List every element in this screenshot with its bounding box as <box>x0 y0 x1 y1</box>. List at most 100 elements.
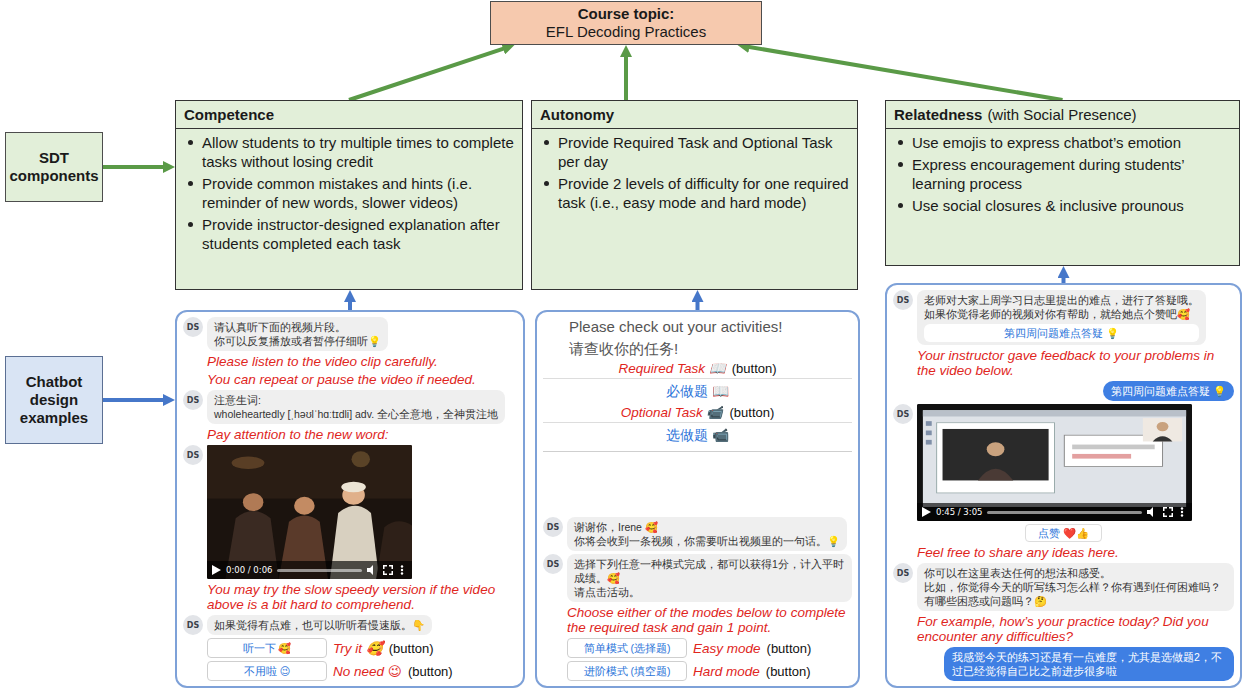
chat-bubble: 谢谢你，Irene 🥰你将会收到一条视频，你需要听出视频里的一句话。💡 <box>567 517 847 551</box>
annotation: Please listen to the video clip carefull… <box>207 354 517 369</box>
component-box: Relatedness (with Social Presence) Use emo… <box>885 100 1240 266</box>
bot-avatar: DS <box>183 445 203 465</box>
chat-bubble: 请认真听下面的视频片段。你可以反复播放或者暂停仔细听💡 <box>207 317 388 351</box>
topic-box: Course topic:EFL Decoding Practices <box>490 1 762 45</box>
chat-row: 第四周问题难点答疑 💡 <box>893 381 1234 401</box>
play-icon <box>212 565 221 575</box>
node-text: 选择下列任意一种模式完成，都可以获得1分，计入平时成绩。🥰 <box>574 557 845 585</box>
button-note: (button) <box>767 641 812 656</box>
bullet-item: Provide 2 levels of difficulty for one r… <box>532 174 857 212</box>
button-note: (button) <box>730 405 775 420</box>
user-bubble: 第四周问题难点答疑 💡 <box>1103 381 1234 401</box>
node-text: DS <box>897 569 909 578</box>
chat-row: 点赞 ❤️👍 <box>893 524 1234 542</box>
node-text: 第四周问题难点答疑 💡 <box>1111 384 1226 398</box>
node-text: 请认真听下面的视频片段。 <box>214 320 381 334</box>
chat-row: DS 0:00 / 0:06 <box>183 445 517 579</box>
connector-arrow <box>103 398 169 402</box>
annotation: Hard mode <box>693 664 760 679</box>
chat-panel: DS 请认真听下面的视频片段。你可以反复播放或者暂停仔细听💡 Please list… <box>175 310 525 688</box>
annotation: Optional Task 📹 <box>621 405 724 420</box>
annotation: No need 😉 <box>333 664 402 679</box>
annotation: You can repeat or pause the video if nee… <box>207 372 517 387</box>
box-header: Autonomy <box>532 101 857 129</box>
bullet-item: Allow students to try multiple times to … <box>176 133 522 171</box>
connector-arrow <box>348 296 352 310</box>
chat-row: DS你可以在这里表达任何的想法和感受。比如，你觉得今天的听写练习怎么样？你有遇到… <box>893 563 1234 611</box>
annotation: Your instructor gave feedback to your pr… <box>917 348 1234 378</box>
video-time: 0:45 / 3:05 <box>936 507 982 517</box>
node-text: 你可以反复播放或者暂停仔细听💡 <box>214 334 381 348</box>
node-text: 注意生词: <box>214 393 498 407</box>
node-text: Chatbot design examples <box>8 373 100 427</box>
bot-avatar: DS <box>183 390 203 410</box>
chat-bubble: 选择下列任意一种模式完成，都可以获得1分，计入平时成绩。🥰请点击活动。 <box>567 554 852 602</box>
node-text: DS <box>187 323 199 332</box>
side-label-box: Chatbot design examples <box>5 356 103 444</box>
video-controls: 0:45 / 3:05 <box>917 503 1192 521</box>
annotation: You may try the slow speedy version if t… <box>207 582 517 612</box>
chat-row: DS 0:45 / 3:05 <box>893 404 1234 521</box>
node-text: SDT components <box>8 149 100 185</box>
video-player: 0:00 / 0:06 <box>207 445 412 579</box>
node-text: 简单模式 (选择题) <box>574 641 680 655</box>
connector-arrow <box>743 46 1062 100</box>
box-heading: (with Social Presence) <box>987 106 1136 123</box>
like-button: 点赞 ❤️👍 <box>1025 524 1102 542</box>
node-text: DS <box>897 410 909 419</box>
user-bubble: 我感觉今天的练习还是有一点难度，尤其是选做题2，不过已经觉得自己比之前进步很多啦 <box>944 647 1234 681</box>
node-text: DS <box>187 451 199 460</box>
button-note: (button) <box>408 664 453 679</box>
chat-row: Optional Task 📹 (button) <box>543 405 852 420</box>
node-text: DS <box>187 396 199 405</box>
node-text: 谢谢你，Irene 🥰 <box>574 520 840 534</box>
bot-avatar: DS <box>183 615 203 635</box>
annotation: For example, how’s your practice today? … <box>917 614 1234 644</box>
node-text: DS <box>897 296 909 305</box>
annotation: Feel free to share any ideas here. <box>917 545 1234 560</box>
progress-bar <box>987 511 1142 514</box>
chat-button: 听一下 🥰 <box>207 638 327 658</box>
bot-avatar: DS <box>893 563 913 583</box>
side-label-box: SDT components <box>5 132 103 202</box>
bot-avatar: DS <box>543 517 563 537</box>
chat-row: 简单模式 (选择题) Easy mode (button) <box>567 638 852 658</box>
button-note: (button) <box>389 641 434 656</box>
node-text: 我感觉今天的练习还是有一点难度，尤其是选做题2，不过已经觉得自己比之前进步很多啦 <box>952 650 1226 678</box>
node-text: 选做题 📹 <box>543 426 852 444</box>
panel-section: Please check out your activities!请查收你的任务… <box>543 317 852 452</box>
node-text: 如果你觉得老师的视频对你有帮助，就给她点个赞吧🥰 <box>924 307 1199 321</box>
topic-text: EFL Decoding Practices <box>495 23 757 41</box>
node-text: 第四周问题难点答疑 💡 <box>928 326 1195 340</box>
annotation: Pay attention to the new word: <box>207 427 517 442</box>
chat-bubble: 注意生词:wholeheartedly [ˌhəʊlˈhɑːtɪdli] adv… <box>207 390 505 424</box>
chat-bubble: 老师对大家上周学习日志里提出的难点，进行了答疑哦。如果你觉得老师的视频对你有帮助… <box>917 290 1206 345</box>
annotation: Try it 🥰 <box>333 641 383 656</box>
annotation: Easy mode <box>693 641 761 656</box>
connector-arrow <box>696 296 700 310</box>
chat-row: DS如果觉得有点难，也可以听听看慢速版。👇 <box>183 615 517 635</box>
chat-bubble: 如果觉得有点难，也可以听听看慢速版。👇 <box>207 615 432 635</box>
connector-arrow <box>103 165 169 169</box>
bot-avatar: DS <box>543 554 563 574</box>
node-text: 点赞 ❤️👍 <box>1038 526 1089 540</box>
node-text: 老师对大家上周学习日志里提出的难点，进行了答疑哦。 <box>924 293 1199 307</box>
node-text: wholeheartedly [ˌhəʊlˈhɑːtɪdli] adv. 全心全… <box>214 407 498 421</box>
box-header: Relatedness (with Social Presence) <box>886 101 1239 129</box>
box-heading: Competence <box>184 106 274 123</box>
bullet-item: Provide common mistakes and hints (i.e. … <box>176 174 522 212</box>
connector-arrow <box>1062 272 1066 283</box>
bot-avatar: DS <box>893 290 913 310</box>
menu-button: 选做题 📹 <box>543 422 852 447</box>
topic-heading: Course topic: <box>495 5 757 23</box>
spacer <box>543 455 852 514</box>
bullet-item: Use social closures & inclusive prounous <box>886 196 1239 215</box>
node-text: DS <box>547 523 559 532</box>
chat-row: 不用啦 😉No need 😉(button) <box>207 661 517 681</box>
box-header: Competence <box>176 101 522 129</box>
bullet-item: Use emojis to express chatbot’s emotion <box>886 133 1239 152</box>
bot-avatar: DS <box>893 404 913 424</box>
box-heading: Relatedness <box>894 106 982 123</box>
video-player: 0:45 / 3:05 <box>917 404 1192 521</box>
